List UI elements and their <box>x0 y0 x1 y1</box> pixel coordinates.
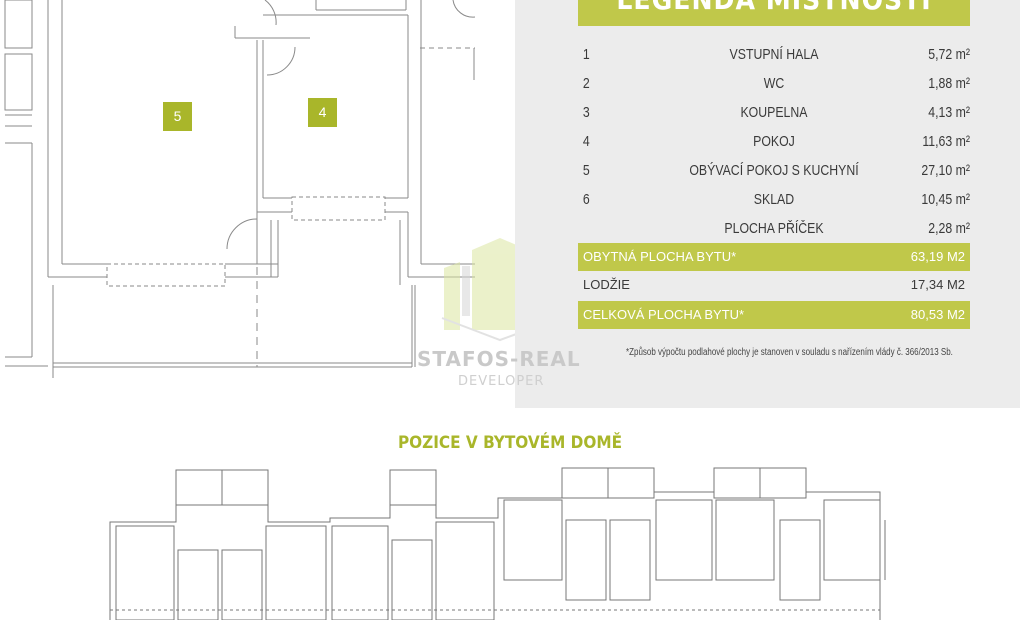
building-position-plan <box>100 460 900 620</box>
watermark-name: STAFOS-REAL <box>417 347 581 371</box>
logo-watermark-icon <box>442 238 515 340</box>
position-title: POZICE V BYTOVÉM DOMĚ <box>397 433 623 453</box>
floor-plan <box>0 0 515 400</box>
footnote: *Způsob výpočtu podlahové plochy je stan… <box>626 347 953 358</box>
total-area-row: CELKOVÁ PLOCHA BYTU*80,53 M2 <box>578 301 970 329</box>
room-tag-4: 4 <box>308 98 337 127</box>
legend-title: LEGENDA MÍSTNOSTÍ <box>578 0 970 26</box>
legend-panel <box>515 0 1020 408</box>
watermark-subtitle: DEVELOPER <box>458 374 545 389</box>
living-area-row: OBYTNÁ PLOCHA BYTU*63,19 M2 <box>578 243 970 271</box>
room-tag-5: 5 <box>163 102 192 131</box>
